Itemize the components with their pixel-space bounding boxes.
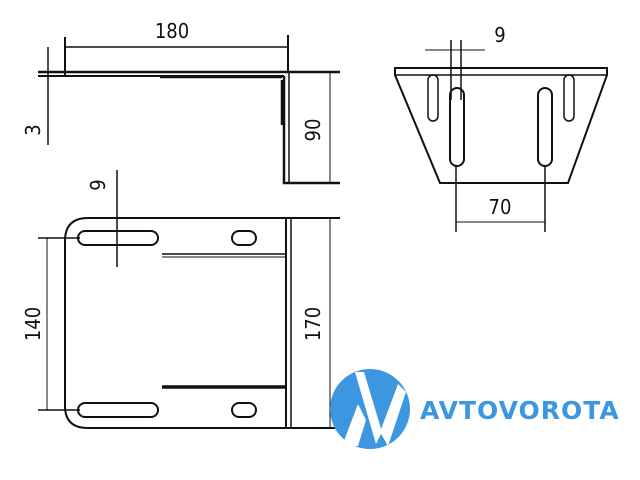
dim-170-label: 170 — [301, 307, 325, 341]
logo-text: AVTOVOROTA — [420, 396, 620, 425]
side-view: 180 3 90 — [21, 19, 340, 185]
plan-view: 9 140 170 — [21, 170, 340, 429]
front-view: 9 70 — [394, 23, 608, 232]
dim-90-label: 90 — [301, 119, 325, 142]
dim-70-label: 70 — [489, 195, 512, 219]
dim-140-label: 140 — [21, 307, 45, 341]
dim-9-plan-label: 9 — [86, 179, 110, 190]
dim-9-front-label: 9 — [494, 23, 505, 47]
avtovorota-logo: AVTOVOROTA — [330, 369, 620, 449]
dim-180-label: 180 — [155, 19, 189, 43]
dim-3-label: 3 — [21, 124, 45, 135]
